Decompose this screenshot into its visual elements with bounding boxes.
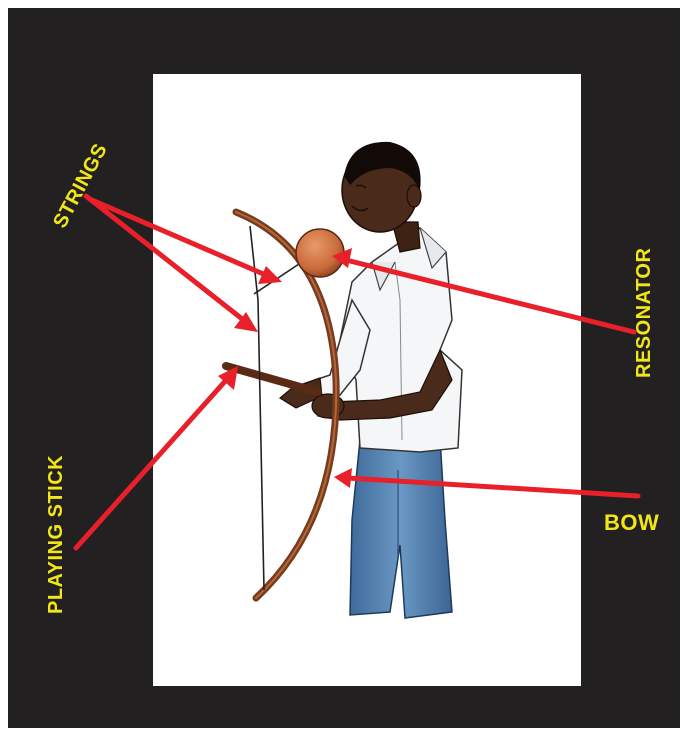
head bbox=[342, 142, 421, 252]
label-resonator: RESONATOR bbox=[634, 248, 654, 378]
label-playing-stick: PLAYING STICK bbox=[46, 455, 66, 614]
resonator-gourd bbox=[296, 229, 344, 277]
playing-stick bbox=[226, 366, 318, 392]
label-bow: BOW bbox=[604, 512, 659, 534]
jeans bbox=[350, 438, 452, 618]
